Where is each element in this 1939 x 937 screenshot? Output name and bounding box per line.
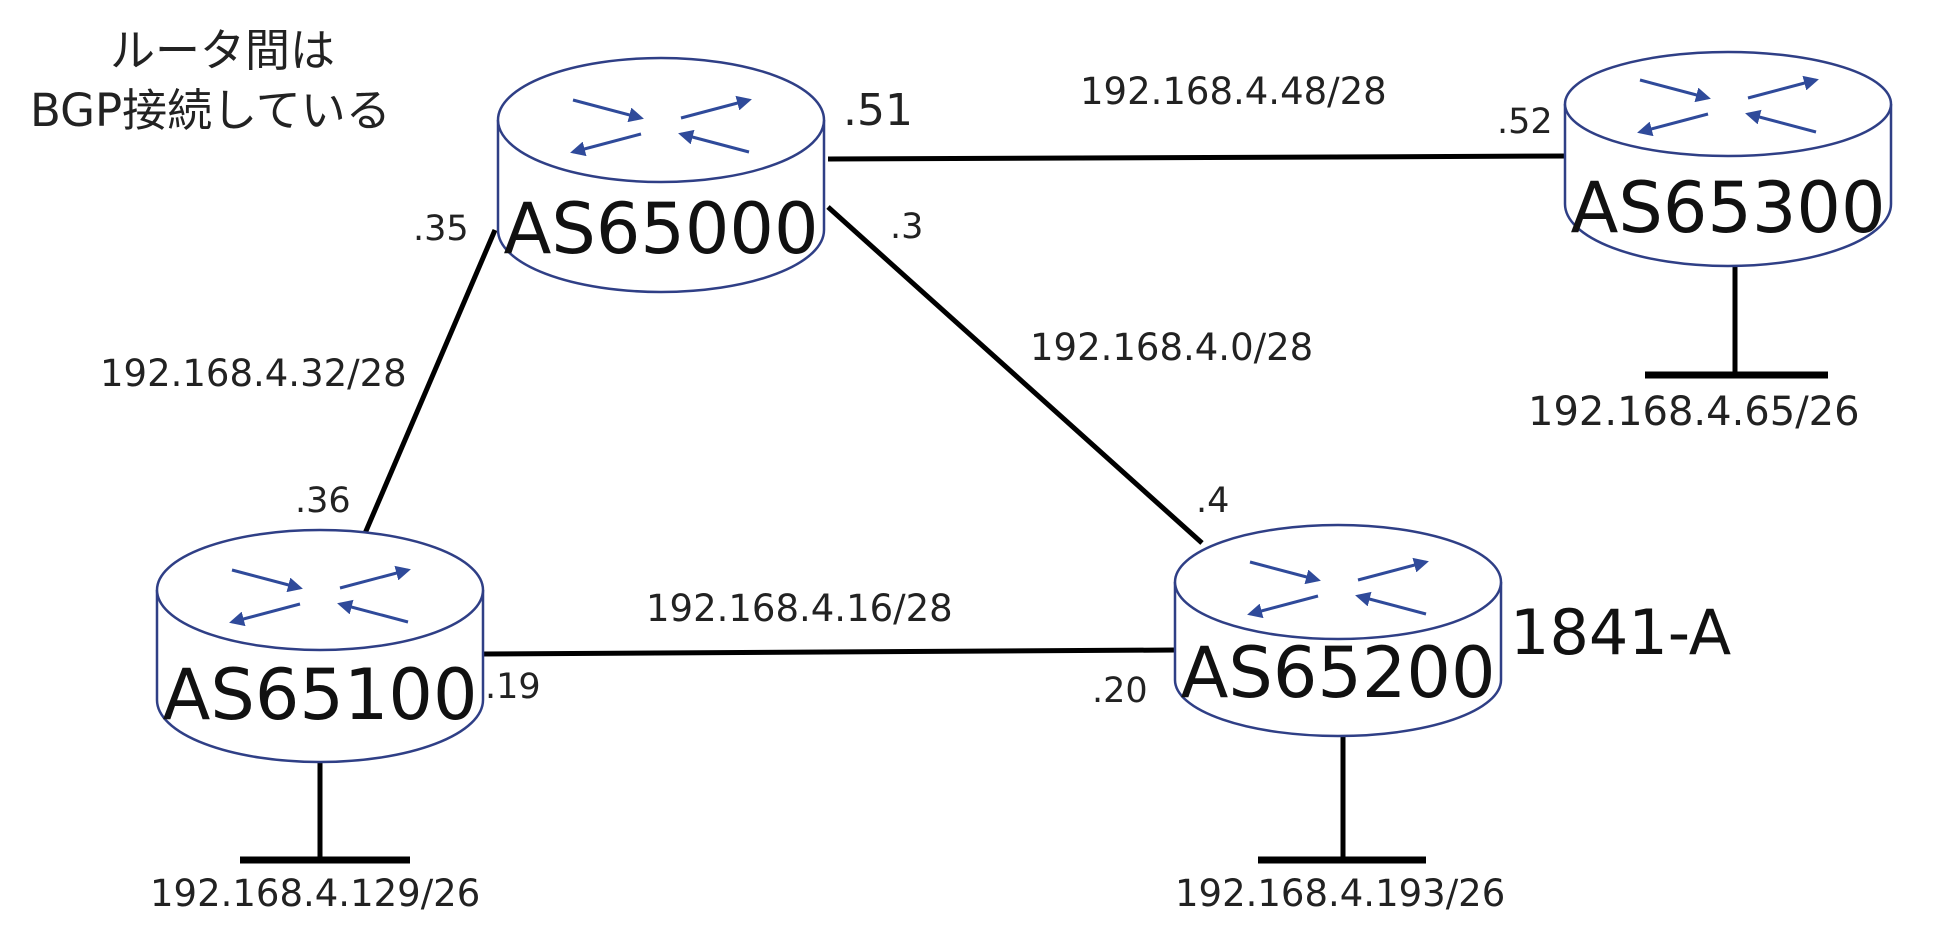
note-line-2: BGP接続している xyxy=(30,84,391,137)
router-as65200[interactable]: AS65200 xyxy=(1173,523,1503,738)
router-as65100[interactable]: AS65100 xyxy=(155,528,485,764)
device-label-1841-a: 1841-A xyxy=(1510,596,1731,669)
network-label-as65000-as65300: 192.168.4.48/28 xyxy=(1080,70,1387,113)
lan-label-as65300: 192.168.4.65/26 xyxy=(1528,389,1860,435)
router-label: AS65100 xyxy=(163,654,478,736)
router-label: AS65000 xyxy=(504,188,819,270)
interface-label-as65000-3: .3 xyxy=(890,207,923,247)
interface-label-as65000-51: .51 xyxy=(843,85,913,136)
interface-label-as65300-52: .52 xyxy=(1497,102,1553,142)
interface-label-as65100-19: .19 xyxy=(485,667,541,707)
link-as65000-as65300 xyxy=(827,153,1571,162)
link-as65000-as65100 xyxy=(357,229,498,546)
network-label-as65000-as65100: 192.168.4.32/28 xyxy=(100,352,407,395)
link-as65000-as65200 xyxy=(826,205,1204,545)
network-label-as65000-as65200: 192.168.4.0/28 xyxy=(1030,326,1313,369)
interface-label-as65100-36: .36 xyxy=(295,481,351,521)
lan-as65200 xyxy=(1258,735,1426,864)
router-as65300[interactable]: AS65300 xyxy=(1563,50,1893,268)
link-as65100-as65200 xyxy=(481,647,1177,657)
interface-label-as65200-4: .4 xyxy=(1196,481,1229,521)
router-label: AS65200 xyxy=(1181,632,1496,714)
interface-label-as65000-35: .35 xyxy=(413,209,469,249)
note-line-1: ルータ間は xyxy=(110,24,335,77)
lan-as65100 xyxy=(240,758,410,864)
lan-as65300 xyxy=(1645,266,1828,379)
interface-label-as65200-20: .20 xyxy=(1092,671,1148,711)
network-label-as65100-as65200: 192.168.4.16/28 xyxy=(646,587,953,630)
router-as65000[interactable]: AS65000 xyxy=(496,56,826,294)
router-label: AS65300 xyxy=(1571,167,1886,249)
lan-label-as65100: 192.168.4.129/26 xyxy=(150,872,480,915)
lan-label-as65200: 192.168.4.193/26 xyxy=(1175,872,1505,915)
